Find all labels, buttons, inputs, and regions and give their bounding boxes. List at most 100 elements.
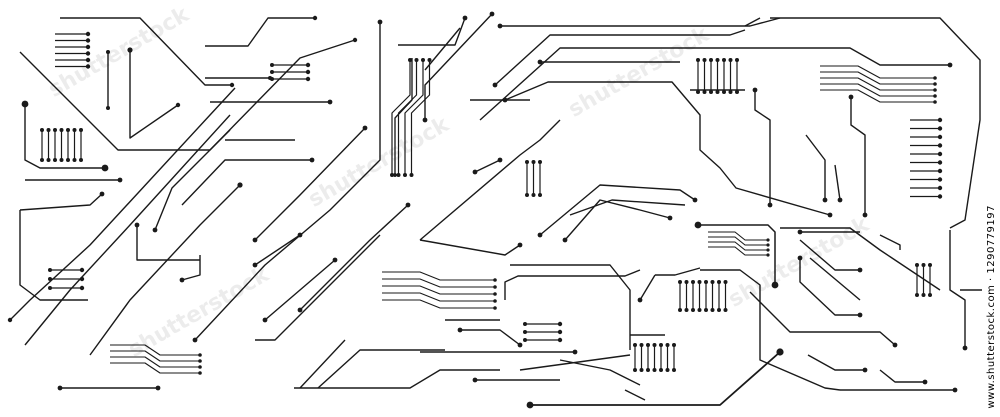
solder-pad [766,253,770,257]
solder-pad [537,232,543,238]
solder-pad [66,158,70,162]
circuit-trace [394,58,413,175]
solder-pad [715,90,720,94]
solder-pad [525,193,529,197]
solder-pad [517,342,523,348]
solder-pad [492,82,498,88]
circuit-trace [419,239,521,256]
circuit-trace [382,285,495,295]
circuit-trace [24,104,105,169]
circuit-trace [639,274,656,301]
solder-pad [472,169,478,175]
solder-pad [937,194,943,199]
solder-pad [327,99,333,105]
solder-pad [53,128,57,132]
solder-pad [297,232,303,238]
solder-pad [952,387,958,393]
solder-pad [722,90,726,94]
circuit-trace [391,60,411,175]
solder-pad [305,76,311,82]
solder-pad [48,286,52,290]
solder-pad [937,134,943,140]
circuit-trace [264,259,336,321]
solder-pad [667,215,673,221]
solder-pad [497,23,503,29]
circuit-trace [504,81,831,216]
circuit-trace [19,210,88,301]
solder-pad [766,238,770,242]
solder-pad [659,368,663,372]
solder-pad [928,263,932,267]
solder-pad [678,280,682,284]
solder-pad [557,329,563,335]
solder-pad [646,368,650,372]
solder-pad [48,268,52,272]
solder-pad [735,90,739,94]
solder-pad [696,90,700,94]
solder-pad [691,308,695,312]
solder-pad [270,63,274,67]
solder-pad [728,58,733,62]
solder-pad [848,94,854,100]
circuit-trace [89,184,241,356]
solder-pad [85,44,91,50]
solder-pad [915,263,919,267]
solder-pad [57,385,63,391]
solder-pad [937,117,943,123]
circuit-trace [479,47,950,121]
solder-pad [933,76,937,80]
solder-pad [797,255,803,261]
solder-pad [198,353,202,357]
solder-pad [962,345,968,351]
circuit-trace [500,17,781,27]
solder-pad [771,281,779,289]
solder-pad [40,158,44,162]
solder-pad [46,128,51,132]
solder-pad [857,267,863,273]
solder-pad [709,90,713,94]
solder-pad [633,368,637,372]
circuit-trace [154,129,231,231]
solder-pad [66,128,70,132]
circuit-trace [194,22,381,341]
solder-pad [79,158,83,162]
solder-pad [531,160,536,164]
solder-pad [493,285,497,289]
solder-pad [684,308,689,312]
solder-pad [525,160,529,164]
circuit-trace [110,350,200,362]
solder-pad [933,88,937,92]
solder-pad [538,193,542,197]
solder-pad [710,308,715,312]
circuit-trace [424,13,493,120]
circuit-trace [754,90,771,205]
solder-pad [312,15,318,21]
solder-pad [332,257,338,263]
solder-pad [937,126,943,131]
circuit-trace [181,255,201,281]
solder-pad [72,128,77,132]
circuit-trace [698,224,776,285]
solder-pad [117,177,123,183]
circuit-trace [397,60,418,175]
circuit-trace [807,354,865,371]
solder-pad [937,151,943,157]
solder-pad [85,64,91,69]
solder-pad [928,293,932,297]
circuit-trace [9,87,236,321]
solder-pad [933,100,937,104]
solder-pad [735,58,739,62]
solder-pad [309,157,315,163]
circuit-trace [382,292,495,302]
solder-pad [862,367,868,373]
solder-pad [362,125,368,131]
stock-image-id: www.shutterstock.com · 1290779197 [985,203,998,411]
circuit-trace [494,29,746,86]
circuit-trace [708,236,768,246]
solder-pad [237,182,243,188]
solder-pad [672,343,676,347]
circuit-trace [655,267,701,276]
solder-pad [414,58,419,62]
solder-pad [192,337,198,343]
